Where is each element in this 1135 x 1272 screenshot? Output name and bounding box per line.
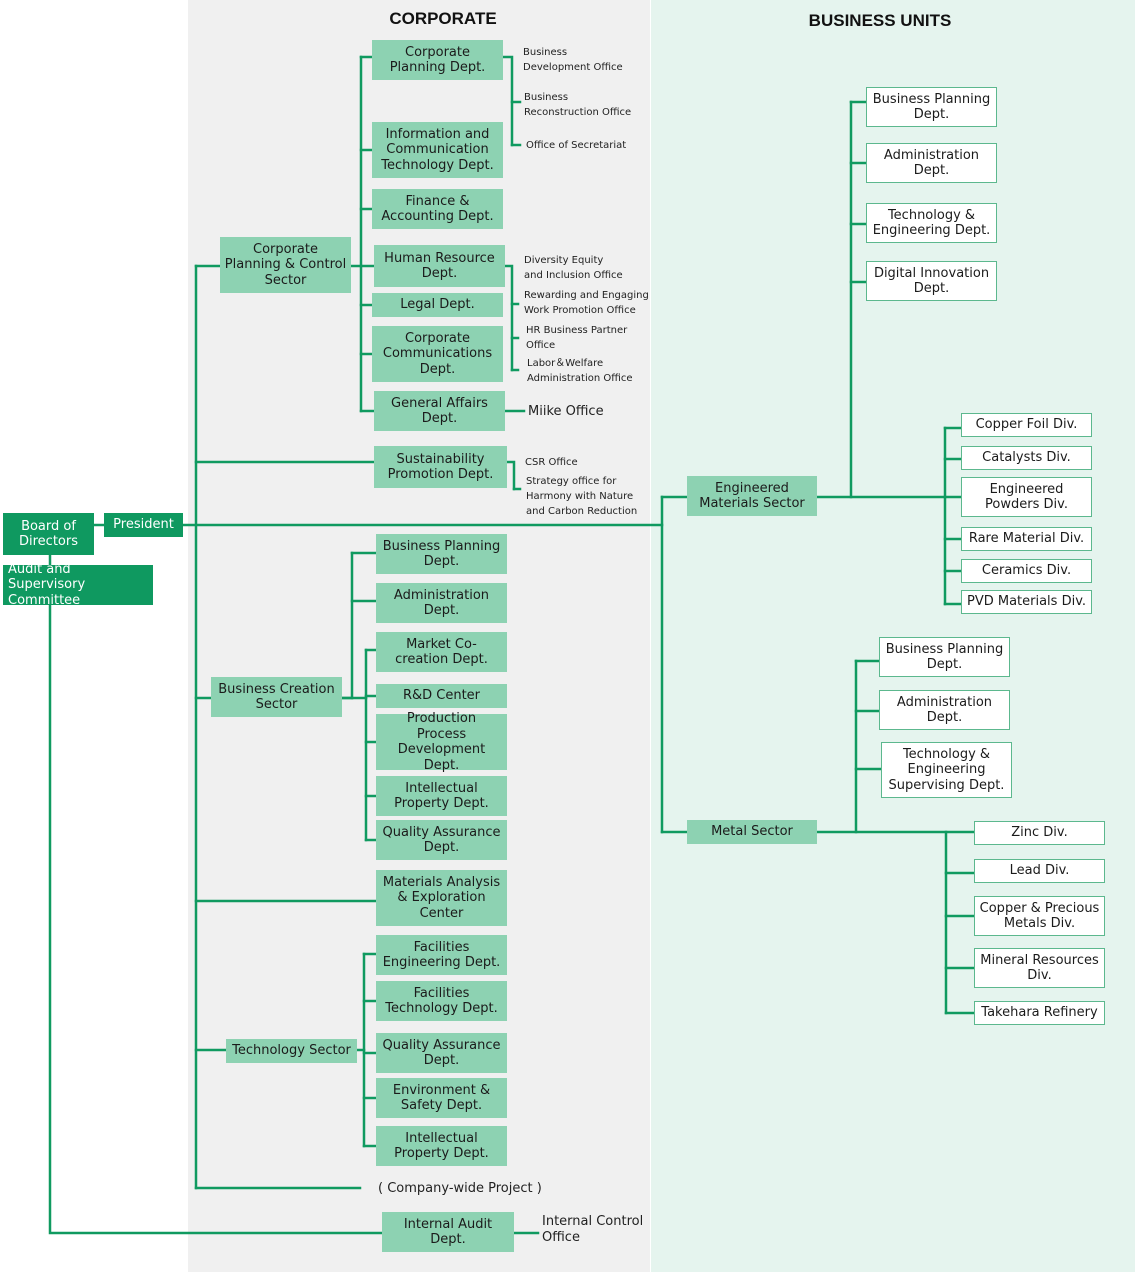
corporate-planning-dept-box[interactable]: Corporate Planning Dept. [372, 40, 503, 80]
ict-dept-box[interactable]: Information and Communication Technology… [372, 122, 503, 178]
creation-business-planning-dept-box[interactable]: Business Planning Dept. [376, 534, 507, 574]
office-of-secretariat-label: Office of Secretariat [526, 140, 627, 151]
diversity-office-label: Diversity Equity and Inclusion Office [524, 255, 623, 281]
board-of-directors-box[interactable]: Board of Directors [3, 513, 94, 555]
lead-div-box[interactable]: Lead Div. [974, 859, 1105, 883]
engineered-powders-div-box[interactable]: Engineered Powders Div. [961, 477, 1092, 517]
hr-business-partner-office-label: HR Business Partner Office [526, 325, 628, 351]
business-creation-sector-box[interactable]: Business Creation Sector [211, 677, 342, 717]
sustainability-promotion-dept-box[interactable]: Sustainability Promotion Dept. [374, 446, 507, 488]
creation-intellectual-property-dept-box[interactable]: Intellectual Property Dept. [376, 776, 507, 816]
company-wide-project-label: ( Company-wide Project ) [378, 1181, 542, 1196]
takehara-refinery-box[interactable]: Takehara Refinery [974, 1001, 1105, 1025]
corporate-planning-control-sector-box[interactable]: Corporate Planning & Control Sector [220, 237, 351, 293]
legal-dept-box[interactable]: Legal Dept. [372, 293, 503, 317]
metal-technology-engineering-dept-box[interactable]: Technology & Engineering Supervising Dep… [881, 742, 1012, 798]
creation-quality-assurance-dept-box[interactable]: Quality Assurance Dept. [376, 820, 507, 860]
finance-accounting-dept-box[interactable]: Finance & Accounting Dept. [372, 189, 503, 229]
rewarding-office-label: Rewarding and Engaging Work Promotion Of… [524, 290, 649, 316]
internal-control-office-label: Internal Control Office [542, 1214, 644, 1245]
materials-analysis-center-box[interactable]: Materials Analysis & Exploration Center [376, 870, 507, 926]
digital-innovation-dept-box[interactable]: Digital Innovation Dept. [866, 261, 997, 301]
creation-administration-dept-box[interactable]: Administration Dept. [376, 583, 507, 623]
environment-safety-dept-box[interactable]: Environment & Safety Dept. [376, 1078, 507, 1118]
ceramics-div-box[interactable]: Ceramics Div. [961, 559, 1092, 583]
engineered-materials-sector-box[interactable]: Engineered Materials Sector [687, 476, 817, 516]
metal-administration-dept-box[interactable]: Administration Dept. [879, 690, 1010, 730]
production-process-dept-box[interactable]: Production Process Development Dept. [376, 711, 507, 773]
metal-sector-box[interactable]: Metal Sector [687, 820, 817, 844]
em-business-planning-dept-box[interactable]: Business Planning Dept. [866, 87, 997, 127]
em-technology-engineering-dept-box[interactable]: Technology & Engineering Dept. [866, 203, 997, 243]
facilities-engineering-dept-box[interactable]: Facilities Engineering Dept. [376, 935, 507, 975]
copper-foil-div-box[interactable]: Copper Foil Div. [961, 413, 1092, 437]
corporate-communications-dept-box[interactable]: Corporate Communications Dept. [372, 326, 503, 382]
copper-precious-metals-div-box[interactable]: Copper & Precious Metals Div. [974, 896, 1105, 936]
csr-office-label: CSR Office [525, 457, 578, 468]
business-reconstruction-office-label: Business Reconstruction Office [524, 92, 632, 118]
market-cocreation-dept-box[interactable]: Market Co- creation Dept. [376, 632, 507, 672]
general-affairs-dept-box[interactable]: General Affairs Dept. [374, 391, 505, 431]
catalysts-div-box[interactable]: Catalysts Div. [961, 446, 1092, 470]
audit-committee-box[interactable]: Audit and Supervisory Committee [3, 562, 153, 608]
business-units-heading: BUSINESS UNITS [808, 11, 952, 30]
metal-business-planning-dept-box[interactable]: Business Planning Dept. [879, 637, 1010, 677]
human-resource-dept-box[interactable]: Human Resource Dept. [374, 245, 505, 287]
business-development-office-label: Business Development Office [523, 47, 623, 73]
tech-quality-assurance-dept-box[interactable]: Quality Assurance Dept. [376, 1033, 507, 1073]
rare-material-div-box[interactable]: Rare Material Div. [961, 527, 1092, 551]
board-audit-trunk [48, 553, 384, 1235]
president-box[interactable]: President [104, 513, 183, 537]
tech-intellectual-property-dept-box[interactable]: Intellectual Property Dept. [376, 1126, 507, 1166]
miike-office-label: Miike Office [528, 404, 604, 419]
labor-welfare-office-label: Labor＆Welfare Administration Office [527, 358, 633, 384]
internal-audit-dept-box[interactable]: Internal Audit Dept. [382, 1212, 514, 1252]
technology-sector-box[interactable]: Technology Sector [226, 1039, 357, 1063]
zinc-div-box[interactable]: Zinc Div. [974, 821, 1105, 845]
rd-center-box[interactable]: R&D Center [376, 684, 507, 708]
facilities-technology-dept-box[interactable]: Facilities Technology Dept. [376, 981, 507, 1021]
pvd-materials-div-box[interactable]: PVD Materials Div. [961, 590, 1092, 614]
mineral-resources-div-box[interactable]: Mineral Resources Div. [974, 948, 1105, 988]
em-administration-dept-box[interactable]: Administration Dept. [866, 143, 997, 183]
corporate-heading: CORPORATE [389, 9, 497, 28]
strategy-office-label: Strategy office for Harmony with Nature … [526, 476, 638, 517]
